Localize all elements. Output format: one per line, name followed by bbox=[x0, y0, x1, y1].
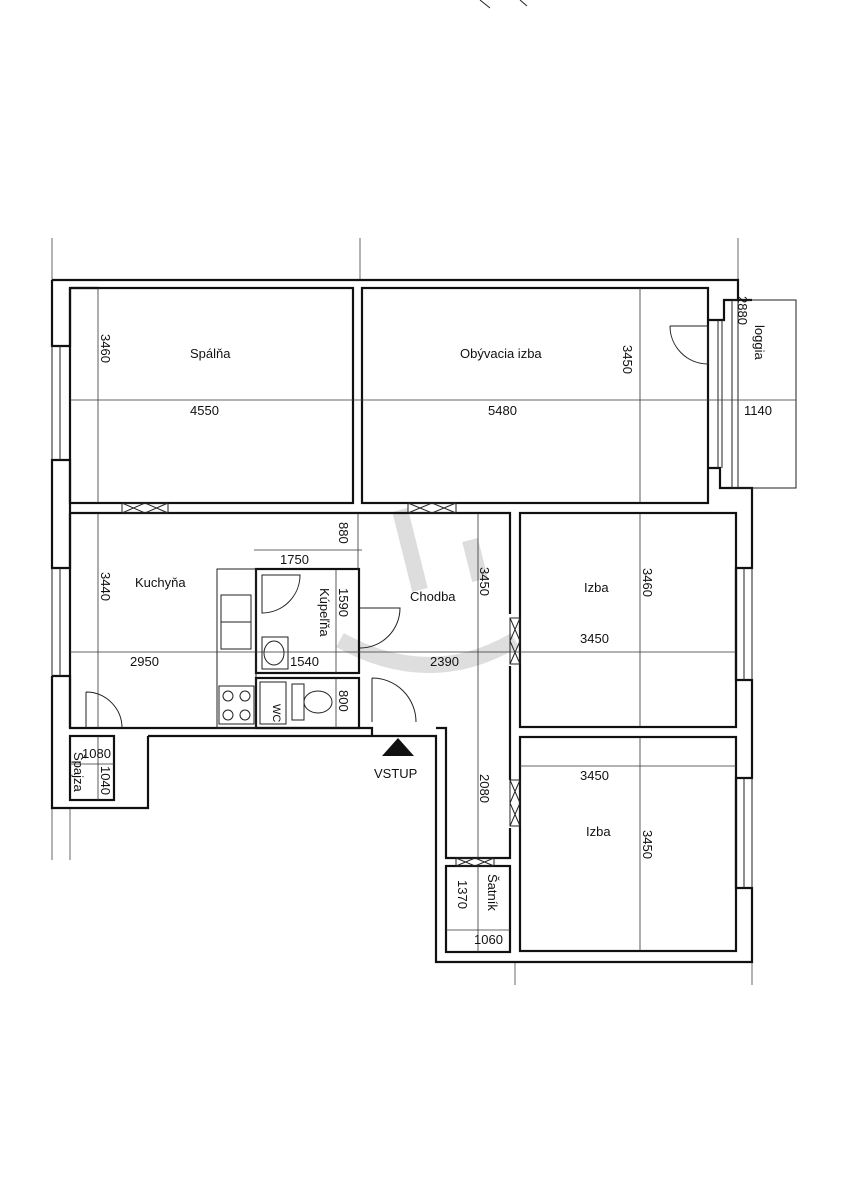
room-izba1 bbox=[518, 511, 738, 729]
dim-wc-h: 800 bbox=[336, 690, 351, 712]
dim-kuchyna-h: 3440 bbox=[98, 572, 113, 601]
label-obyvacia: Obývacia izba bbox=[460, 346, 542, 361]
dim-izba1-h: 3460 bbox=[640, 568, 655, 597]
label-spalna: Spálňa bbox=[190, 346, 231, 361]
dim-satnik-w: 1060 bbox=[474, 932, 503, 947]
dim-chodba-h: 3450 bbox=[477, 567, 492, 596]
shower-icon bbox=[261, 574, 301, 614]
label-izba2: Izba bbox=[586, 824, 611, 839]
kitchen-counter bbox=[216, 568, 257, 729]
dimension-lines bbox=[70, 288, 796, 952]
outer-walls bbox=[50, 278, 754, 964]
dim-izba2-w: 3450 bbox=[580, 768, 609, 783]
room-loggia bbox=[731, 299, 797, 489]
scan-mark bbox=[479, 0, 528, 9]
room-obyvacia bbox=[360, 286, 710, 505]
label-satnik: Šatník bbox=[485, 874, 500, 911]
dim-spalna-w: 4550 bbox=[190, 403, 219, 418]
dim-spajza-w: 1080 bbox=[82, 746, 111, 761]
dim-satnik-h: 1370 bbox=[455, 880, 470, 909]
dim-kupelna-h: 1590 bbox=[336, 588, 351, 617]
openings bbox=[121, 502, 521, 867]
dim-kuchyna-w: 2950 bbox=[130, 654, 159, 669]
label-kupelna: Kúpeľňa bbox=[317, 588, 332, 637]
dim-kupelna-inner-w: 1540 bbox=[290, 654, 319, 669]
toilet-icon bbox=[303, 690, 333, 714]
room-spalna bbox=[68, 286, 355, 505]
door-swings bbox=[85, 325, 709, 729]
dim-chodba-top: 880 bbox=[336, 522, 351, 544]
dim-izba2-h: 3450 bbox=[640, 830, 655, 859]
label-izba1: Izba bbox=[584, 580, 609, 595]
label-wc: WC bbox=[270, 704, 282, 722]
room-izba2 bbox=[518, 735, 738, 953]
label-chodba: Chodba bbox=[410, 589, 456, 604]
room-spajza bbox=[68, 734, 116, 802]
axis-lines bbox=[51, 238, 753, 985]
washbasin-icon bbox=[261, 636, 289, 670]
dim-loggia-h: 2880 bbox=[735, 296, 750, 325]
dim-chodba-w: 2390 bbox=[430, 654, 459, 669]
entrance-label: VSTUP bbox=[374, 766, 417, 781]
label-spajza: Špajza bbox=[71, 752, 86, 793]
dim-obyvacia-h: 3450 bbox=[620, 345, 635, 374]
toilet-cistern-icon bbox=[259, 681, 287, 725]
label-loggia: loggia bbox=[752, 325, 767, 360]
fixtures bbox=[216, 568, 333, 729]
dim-spalna-h: 3460 bbox=[98, 334, 113, 363]
stove-icon bbox=[218, 685, 255, 725]
dim-izba1-w: 3450 bbox=[580, 631, 609, 646]
label-kuchyna: Kuchyňa bbox=[135, 575, 186, 590]
dim-spajza-h: 1040 bbox=[98, 766, 113, 795]
dim-obyvacia-w: 5480 bbox=[488, 403, 517, 418]
dim-vstup-corr: 2080 bbox=[477, 774, 492, 803]
dim-loggia-w: 1140 bbox=[744, 403, 772, 418]
dim-kupelna-w: 1750 bbox=[280, 552, 309, 567]
arrow-up-icon bbox=[382, 738, 414, 756]
room-walls bbox=[68, 286, 797, 954]
